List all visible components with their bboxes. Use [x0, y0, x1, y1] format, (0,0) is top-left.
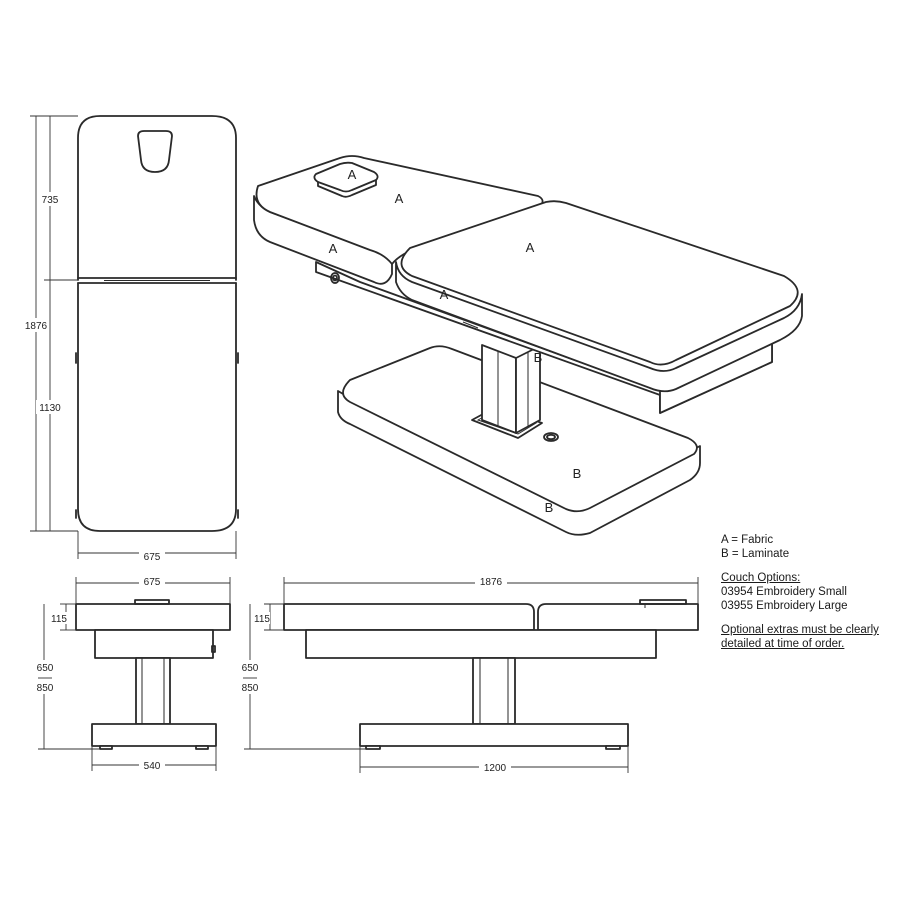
end-view-top [75, 603, 231, 631]
end-view-column [135, 657, 171, 725]
end-view-frame [94, 629, 214, 659]
side-view-body-cushion [537, 603, 699, 631]
dim-label-1876: 1876 [25, 321, 48, 332]
dim-label-735: 735 [42, 195, 59, 206]
order-note-line-1: Optional extras must be clearly [721, 624, 879, 636]
end-view: 675 115 650 850 540 [34, 575, 231, 772]
dim-label-115-side: 115 [254, 614, 270, 625]
side-view: 1876 115 650 850 1200 [239, 575, 699, 774]
dim-label-115-end: 115 [51, 614, 67, 625]
iso-column [481, 344, 517, 434]
iso-body-top [400, 200, 799, 366]
dim-head-section: 735 [38, 116, 78, 281]
couch-option-item: 03954 Embroidery Small [721, 586, 847, 598]
top-view: 1876 735 1130 675 [22, 115, 239, 563]
iso-body-side [395, 261, 803, 393]
notes-panel: A = Fabric B = Laminate Couch Options: 0… [721, 533, 896, 651]
dim-label-1876-side: 1876 [480, 577, 503, 588]
dim-label-650-side: 650 [242, 663, 259, 674]
face-hole [137, 130, 173, 173]
dim-label-1200: 1200 [484, 763, 507, 774]
material-label-a-head: A [395, 191, 404, 206]
material-label-b-base-top: B [573, 466, 582, 481]
dim-label-675-end: 675 [144, 577, 161, 588]
material-label-a-body: A [526, 240, 535, 255]
dim-total-length: 1876 [22, 115, 78, 532]
material-label-a-body-side: A [440, 287, 449, 302]
material-label-a-head-side: A [329, 241, 338, 256]
side-view-frame [305, 629, 657, 659]
top-view-head-section [77, 115, 237, 281]
dim-label-850-side: 850 [242, 683, 259, 694]
side-view-head-cushion [283, 603, 535, 631]
order-note-line-2: detailed at time of order. [721, 638, 845, 650]
material-label-b-base-side: B [545, 500, 554, 515]
material-label-a-pad: A [348, 167, 357, 182]
legend-laminate: B = Laminate [721, 548, 790, 560]
side-view-column [472, 657, 516, 725]
dim-label-540: 540 [144, 761, 161, 772]
couch-option-item: 03955 Embroidery Large [721, 600, 848, 612]
couch-options-heading: Couch Options: [721, 572, 801, 584]
end-view-base [91, 723, 217, 747]
dim-top-width: 675 [77, 531, 237, 563]
dim-label-675-top: 675 [144, 552, 161, 563]
side-view-base [359, 723, 629, 747]
dim-body-section: 1130 [36, 280, 64, 531]
dim-label-850-end: 850 [37, 683, 54, 694]
dim-label-1130: 1130 [39, 403, 61, 414]
material-label-b-frame: B [534, 350, 543, 365]
dim-label-650-end: 650 [37, 663, 54, 674]
top-view-body-section [77, 282, 237, 532]
legend-fabric: A = Fabric [721, 534, 774, 546]
isometric-view: A A A A A B B B [253, 155, 803, 536]
